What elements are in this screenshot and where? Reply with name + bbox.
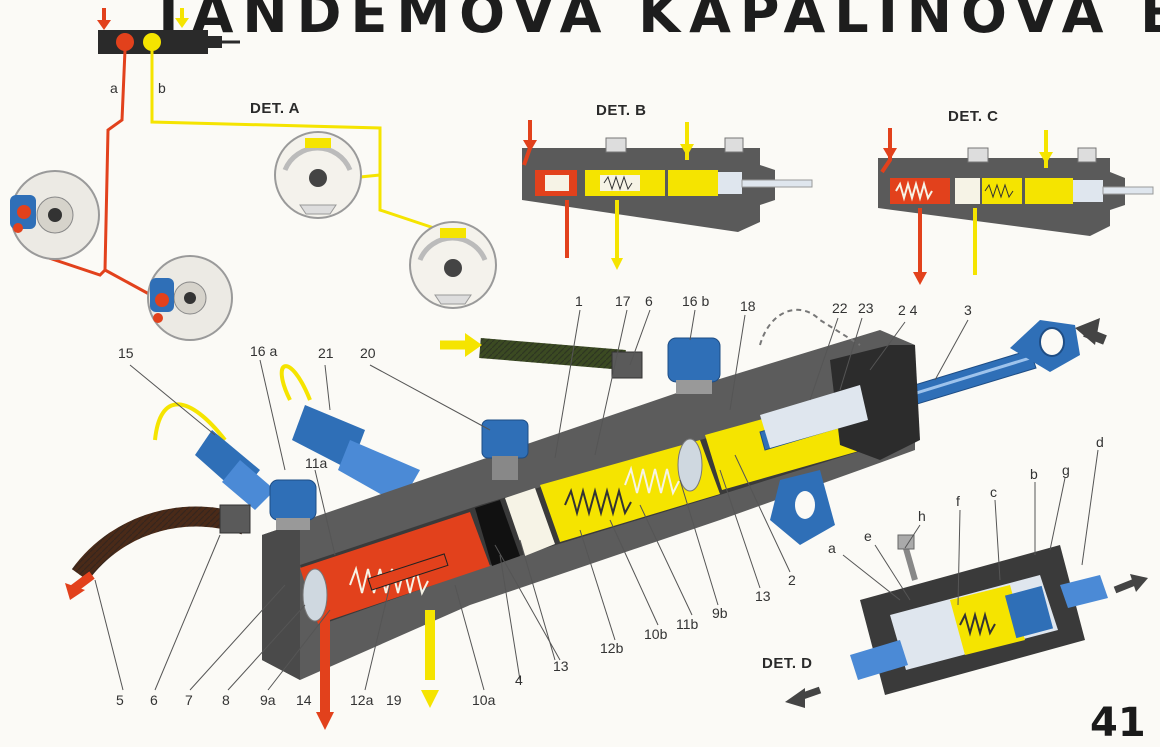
valve-arrow-right-icon [1130,574,1148,592]
part-label: 15 [118,345,134,361]
stop-screw-20 [481,419,529,480]
primary-chamber-red [300,512,490,624]
part-label: 8 [222,692,230,708]
detail-b-section [522,120,813,270]
part-label: 12b [600,640,624,656]
schematic-overview [10,8,497,341]
part-label: 13 [755,588,771,604]
front-disc-right [147,255,233,341]
part-label: 12a [350,692,374,708]
part-label: 7 [185,692,193,708]
circuit-label-a: a [110,80,118,96]
detail-a-label: DET. A [250,100,300,117]
part-label: 11b [676,616,699,632]
detail-d-valve [785,534,1148,708]
valve-arrow-left-icon [785,688,805,708]
part-label: 9a [260,692,276,708]
part-label: 4 [515,672,523,688]
part-label: 6 [150,692,158,708]
rod-eye [1010,320,1080,372]
rear-drum-left [274,131,362,219]
detail-c-label: DET. C [948,108,999,125]
outlet-fitting-15 [195,430,275,510]
part-label: 11a [305,455,328,471]
part-label: 20 [360,345,376,361]
part-label: 14 [296,692,312,708]
part-label: 2 4 [898,302,918,318]
part-label: 19 [386,692,402,708]
rubber-boot [830,345,920,460]
detail-d-letter: b [1030,466,1038,482]
detail-d-letter: e [864,528,872,544]
part-label: 10b [644,626,668,642]
part-label: 22 [832,300,848,316]
detail-d-letter: f [956,493,960,509]
rear-drum-right [409,221,497,309]
page-title: TANDEMOVÁ KAPALINOVÁ BRZDA [150,0,1160,42]
part-label: 6 [645,293,653,309]
part-label: 10a [472,692,496,708]
part-label: 16 b [682,293,710,309]
detail-d-letter: g [1062,462,1070,478]
inlet-arrow-yellow-icon [465,333,482,357]
detail-d-letter: h [918,508,926,524]
part-label: 5 [116,692,124,708]
main-master-cylinder [65,308,1107,730]
detail-d-letter: a [828,540,836,556]
detail-d-letter: c [990,484,997,500]
part-label: 3 [964,302,972,318]
secondary-chamber-yellow [540,440,720,542]
part-label: 16 a [250,343,278,359]
part-label: 18 [740,298,756,314]
leader-lines [94,309,1099,691]
inlet-arrow-red-icon [65,583,85,600]
part-label: 13 [553,658,569,674]
front-disc-left [10,170,100,260]
bleed-screw-16b [667,337,721,394]
page-number: 41 [1090,700,1146,746]
part-label: 21 [318,345,334,361]
bleed-screw-16a [269,479,317,530]
force-arrow-icon [1075,318,1100,345]
detail-d-label: DET. D [762,655,813,672]
part-label: 2 [788,572,796,588]
part-label: 1 [575,293,583,309]
circuit-b-line [150,50,441,232]
part-label: 17 [615,293,631,309]
detail-b-label: DET. B [596,102,647,119]
part-label: 9b [712,605,728,621]
part-label: 23 [858,300,874,316]
detail-c-section [878,128,1154,285]
circuit-label-b: b [158,80,166,96]
detail-d-letter: d [1096,434,1104,450]
